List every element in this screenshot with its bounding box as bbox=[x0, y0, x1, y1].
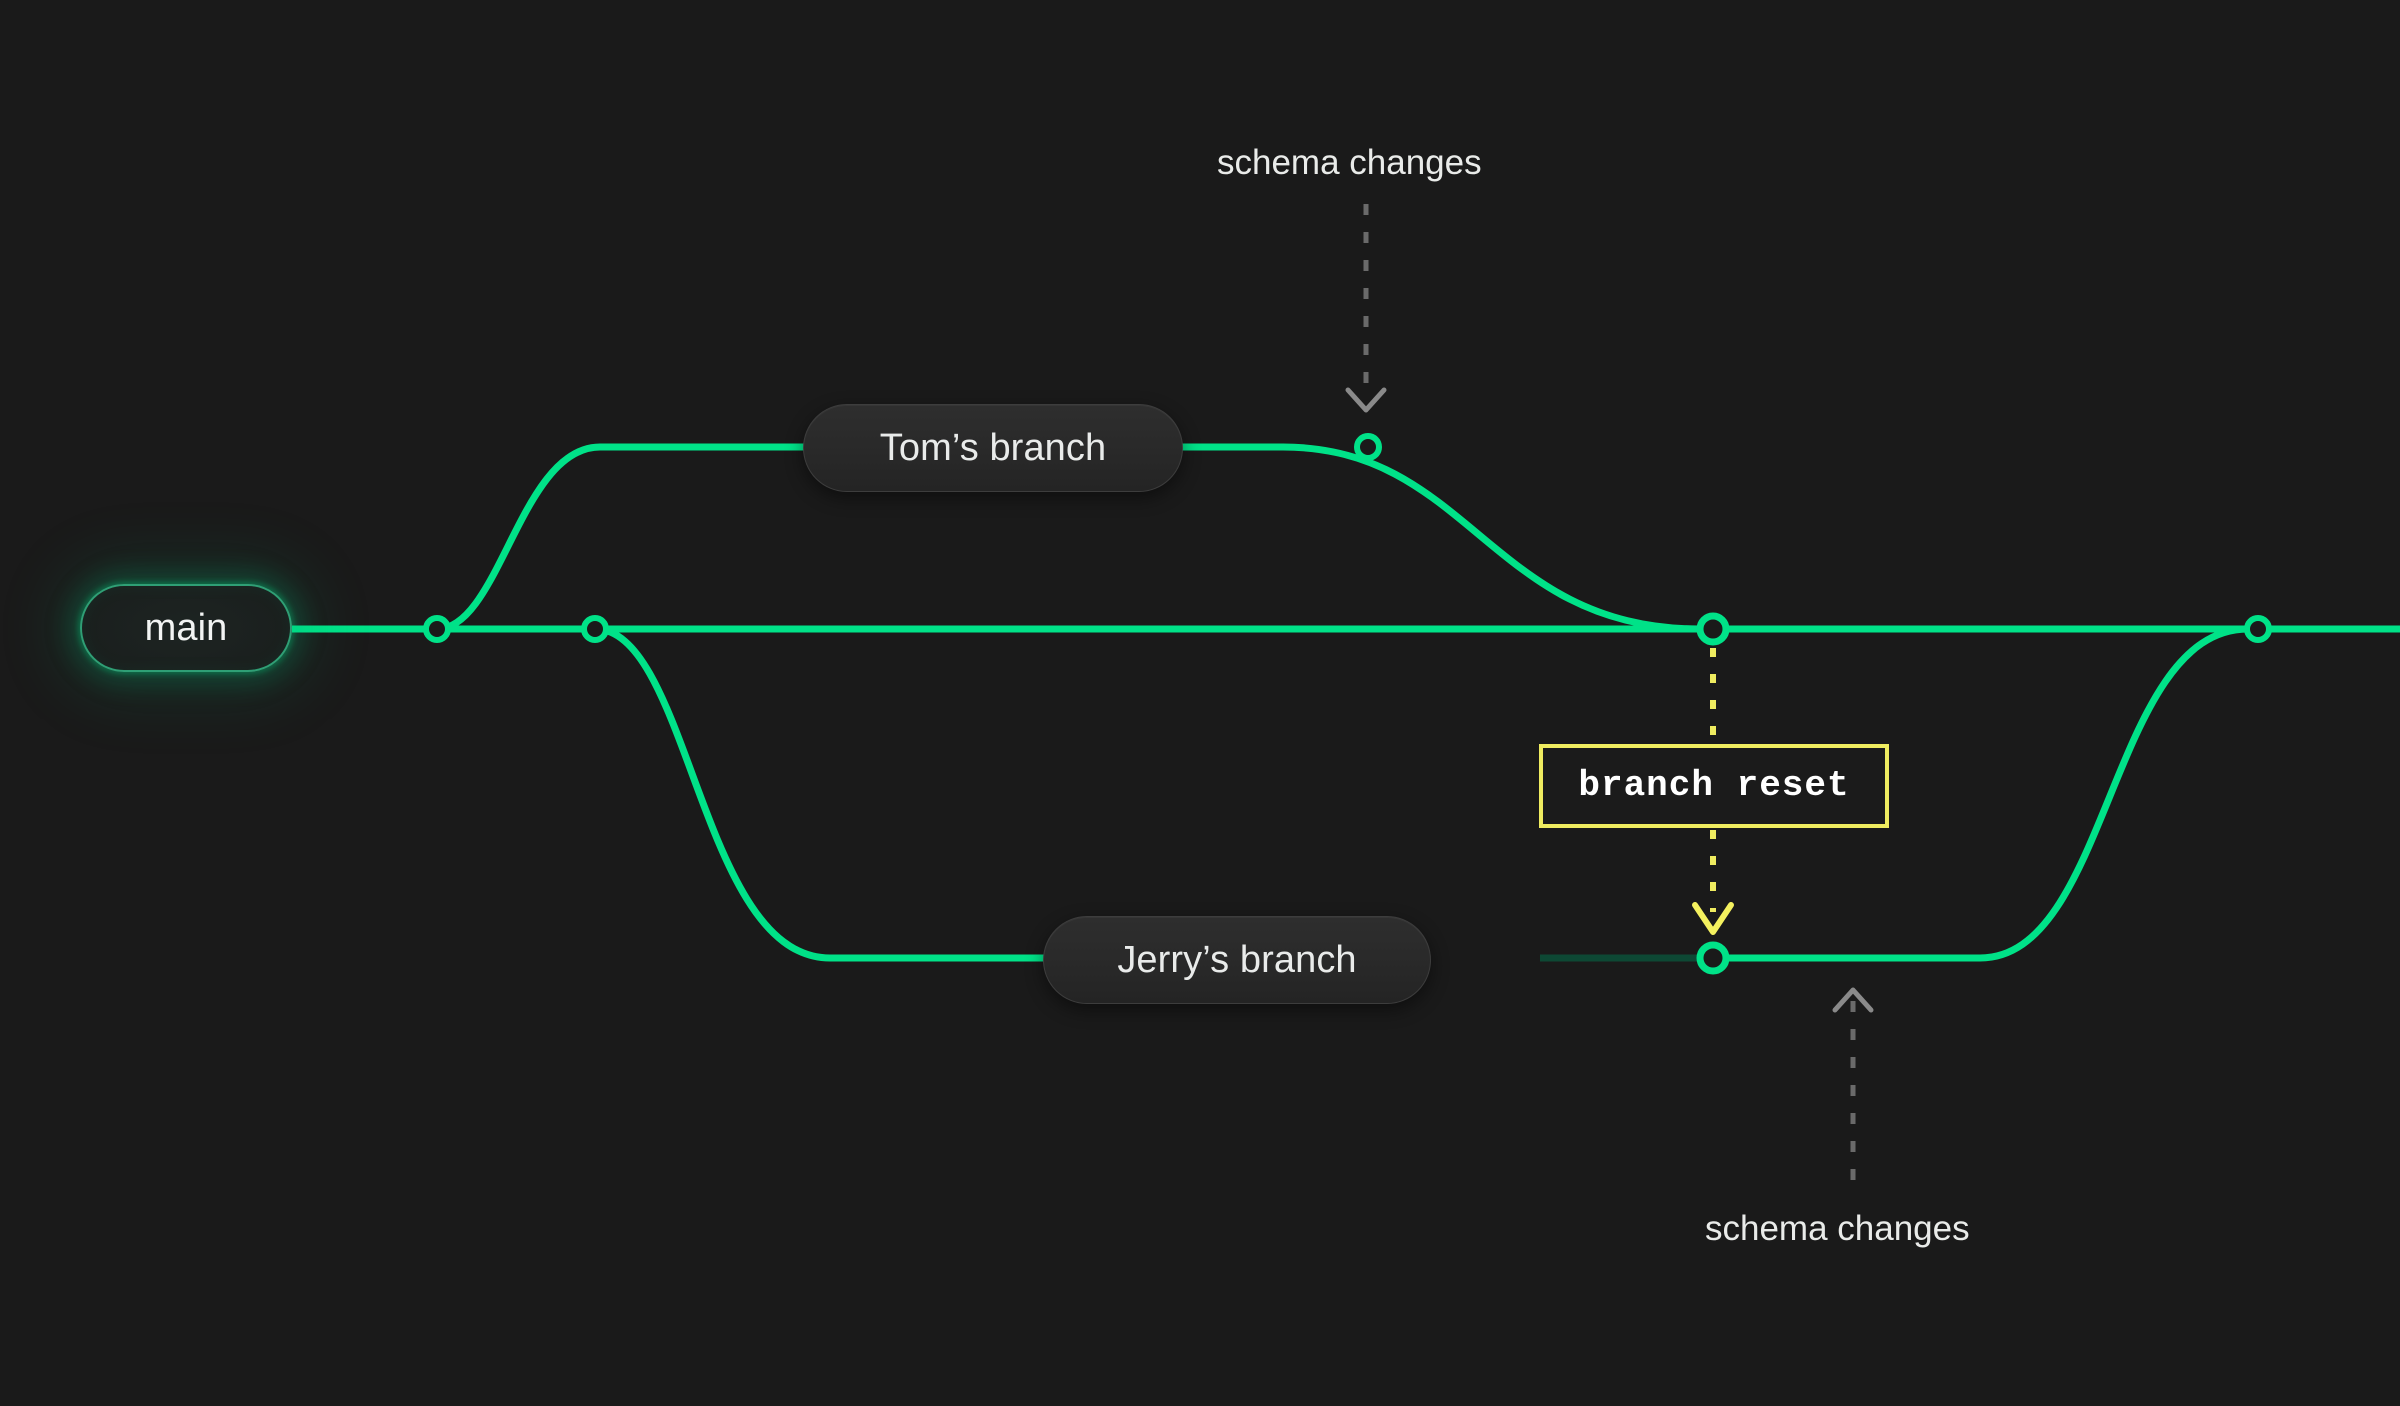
lane-glow-layer bbox=[292, 441, 2400, 964]
branch-pill-jerrys-branch[interactable]: Jerry’s branch bbox=[1043, 916, 1431, 1004]
branch-pill-toms-branch[interactable]: Tom’s branch bbox=[803, 404, 1183, 492]
commit-node-tom-split bbox=[423, 615, 451, 643]
commit-node-tom-commit bbox=[1354, 433, 1382, 461]
branch-pill-main-label: main bbox=[144, 607, 228, 649]
commit-node-jerry-split bbox=[581, 615, 609, 643]
branch-reset-label: branch reset bbox=[1578, 765, 1850, 806]
commit-node-main-final bbox=[2244, 615, 2272, 643]
toms-branch-line bbox=[433, 443, 1704, 633]
branch-reset-callout[interactable]: branch reset bbox=[1539, 744, 1889, 828]
commit-nodes bbox=[423, 433, 2272, 975]
jerrys-branch-line-left bbox=[591, 625, 1054, 962]
commit-node-jerry-reset bbox=[1696, 941, 1730, 975]
branch-pill-toms-branch-label: Tom’s branch bbox=[879, 427, 1107, 469]
annotation-schema-changes-bottom: schema changes bbox=[1705, 1209, 1970, 1248]
branch-pill-main[interactable]: main bbox=[80, 584, 292, 672]
schema-changes-arrow-top bbox=[1345, 204, 1387, 413]
commit-node-main-merge bbox=[1696, 612, 1730, 646]
jerrys-branch-line-right bbox=[1709, 625, 2252, 962]
schema-changes-arrow-bottom bbox=[1832, 987, 1874, 1180]
branch-reset-connector bbox=[1692, 648, 1734, 935]
annotation-schema-changes-top: schema changes bbox=[1217, 143, 1482, 182]
branch-pill-jerrys-branch-label: Jerry’s branch bbox=[1117, 939, 1357, 981]
